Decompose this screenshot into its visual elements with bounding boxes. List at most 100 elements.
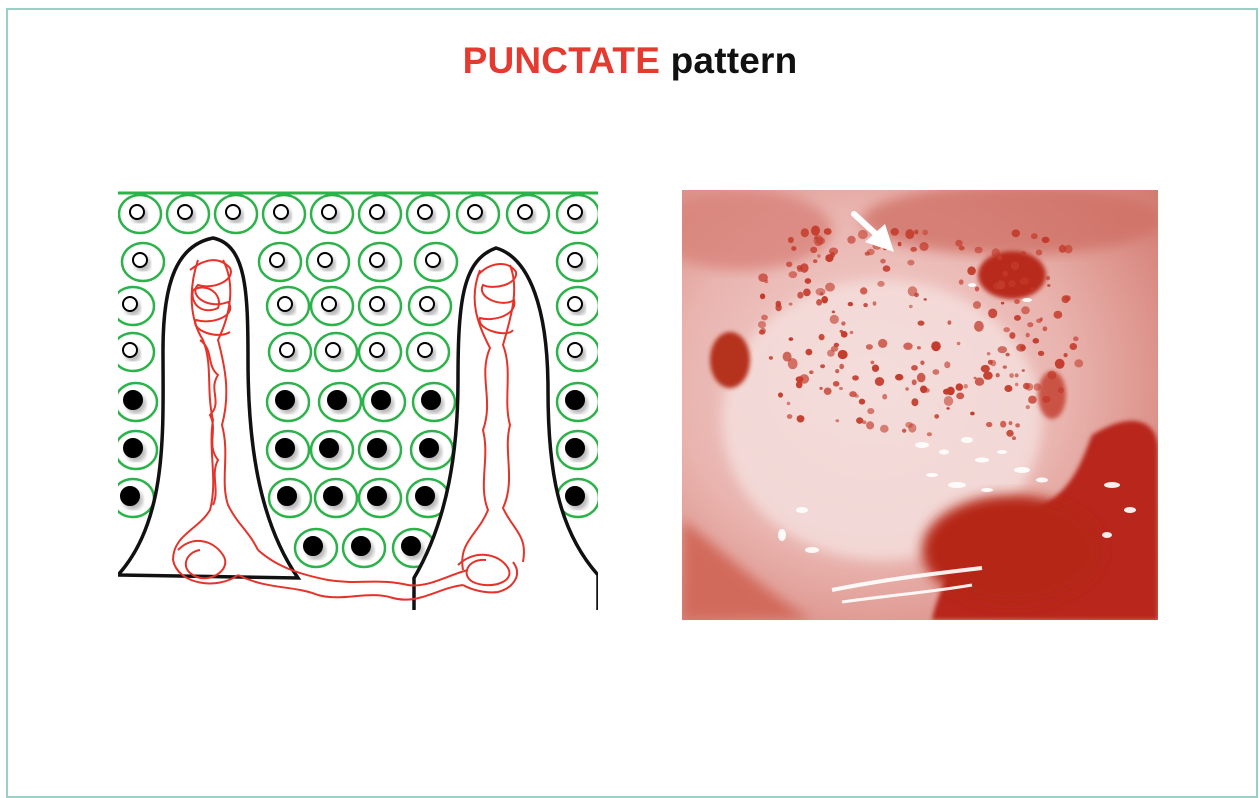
punctate-dot: [789, 271, 798, 278]
punctate-dot: [820, 364, 825, 368]
punctate-dot: [883, 265, 891, 271]
punctate-dot: [817, 254, 820, 258]
epithelial-cell: [311, 287, 353, 325]
punctate-dot: [1004, 385, 1012, 392]
punctate-dot: [821, 296, 828, 303]
epithelial-cell: [407, 195, 449, 233]
epithelial-cell: [343, 529, 385, 567]
punctate-dot: [908, 286, 918, 296]
punctate-dot: [1046, 276, 1050, 280]
epithelial-cell: [409, 287, 451, 325]
punctate-dot: [1070, 343, 1078, 350]
punctate-dot: [819, 334, 825, 340]
epithelial-cell: [557, 431, 598, 469]
punctate-dot: [911, 398, 918, 406]
punctate-dot: [882, 394, 887, 400]
punctate-dot: [758, 273, 768, 282]
punctate-dot: [917, 346, 921, 349]
epithelial-cell: [259, 243, 301, 281]
punctate-dot: [905, 422, 913, 428]
punctate-dot: [852, 375, 859, 380]
punctate-dot: [981, 365, 990, 373]
punctate-dot: [862, 420, 867, 424]
punctate-dot: [831, 346, 838, 352]
punctate-dot: [816, 299, 822, 306]
epithelial-cell: [407, 333, 449, 371]
epithelial-cell: [315, 333, 357, 371]
punctate-dot: [848, 302, 853, 306]
punctate-dot: [1020, 277, 1030, 285]
punctate-dot: [1015, 383, 1018, 386]
punctate-dot: [761, 315, 768, 321]
punctate-dot: [907, 260, 914, 266]
punctate-dot: [850, 331, 854, 334]
epithelial-cell: [118, 431, 157, 469]
punctate-dot: [933, 369, 940, 375]
punctate-dot: [956, 393, 964, 400]
punctate-dot: [944, 396, 953, 406]
punctate-dot: [786, 262, 792, 268]
epithelial-cell: [359, 333, 401, 371]
punctate-dot: [974, 247, 982, 254]
punctate-dot: [910, 247, 917, 252]
punctate-dot: [905, 387, 909, 390]
punctate-dot: [1047, 284, 1050, 287]
punctate-dot: [1026, 405, 1030, 409]
epithelial-cell: [359, 287, 401, 325]
punctate-dot: [944, 361, 950, 368]
punctate-dot: [1042, 237, 1050, 243]
punctate-dot: [860, 287, 867, 294]
colposcopy-photo: [682, 190, 1158, 620]
punctate-dot: [1033, 338, 1040, 344]
epithelial-cell: [557, 383, 598, 421]
punctate-dot: [955, 240, 962, 247]
punctate-dot: [800, 263, 809, 273]
punctate-dot: [760, 328, 766, 334]
punctate-dot: [1021, 306, 1030, 314]
punctate-dot: [964, 384, 968, 389]
punctate-dot: [974, 321, 984, 332]
punctate-dot: [877, 281, 884, 287]
punctate-dot: [878, 339, 887, 348]
punctate-dot: [988, 309, 997, 319]
punctate-dot: [805, 278, 812, 284]
punctate-dot: [959, 279, 964, 284]
punctate-dot: [1009, 332, 1015, 339]
punctate-dot: [922, 230, 928, 236]
punctate-dot: [1012, 229, 1020, 237]
punctate-dot: [975, 378, 984, 386]
punctate-dot: [867, 249, 875, 255]
punctate-dot: [873, 301, 877, 305]
punctate-dot: [970, 412, 975, 416]
punctate-dot: [1064, 353, 1068, 357]
punctate-dot: [810, 247, 817, 253]
punctate-dot: [920, 361, 924, 366]
epithelial-cell: [269, 479, 311, 517]
punctate-dot: [830, 315, 839, 324]
punctate-dot: [1016, 344, 1026, 352]
epithelial-cell: [319, 383, 361, 421]
punctate-dot: [835, 369, 839, 373]
punctate-dot: [1025, 383, 1033, 391]
punctate-dot: [927, 432, 932, 436]
punctate-dot: [947, 387, 955, 396]
punctate-dot: [1031, 233, 1038, 239]
punctate-dot: [957, 342, 961, 345]
punctate-dot: [992, 248, 1000, 257]
punctate-dot: [866, 421, 874, 429]
punctate-dot: [1054, 311, 1063, 319]
epithelial-cell: [118, 479, 154, 517]
punctate-dot: [1030, 287, 1033, 290]
epithelial-cell: [557, 333, 598, 371]
punctate-dot: [987, 352, 991, 355]
epithelial-cell: [118, 287, 154, 325]
punctate-dot: [863, 303, 868, 307]
punctate-dot: [1064, 245, 1072, 254]
punctate-dot: [787, 402, 791, 405]
punctate-dot: [875, 377, 884, 386]
epithelial-cell: [267, 287, 309, 325]
punctate-dot: [789, 337, 794, 341]
epithelial-cell: [557, 243, 598, 281]
punctate-dot: [1008, 280, 1015, 287]
epithelial-cell: [359, 479, 401, 517]
